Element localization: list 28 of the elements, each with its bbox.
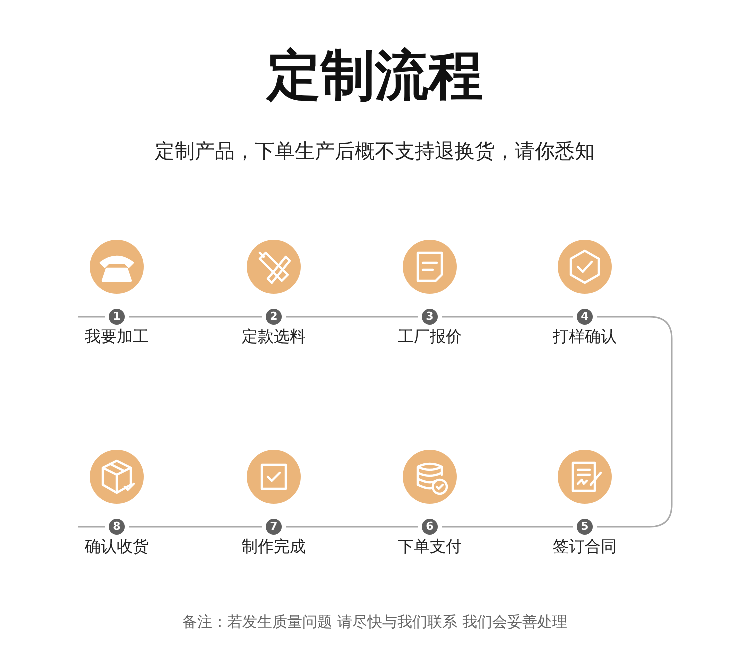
step-label: 工厂报价 [398,327,462,348]
connector-line [442,526,573,528]
connector-line [286,526,418,528]
step-number-badge: 6 [422,519,438,535]
connector-line [597,316,673,528]
title: 定制流程 [267,44,483,107]
step-number-badge: 5 [577,519,593,535]
step-label: 下单支付 [398,537,462,558]
connector-line [442,316,573,318]
connector-line [286,316,418,318]
connector-line [129,316,262,318]
step-label: 定款选料 [242,327,306,348]
step-label: 我要加工 [85,327,149,348]
connector-line [78,526,105,528]
step-number-badge: 2 [266,309,282,325]
subtitle: 定制产品，下单生产后概不支持退换货，请你悉知 [155,139,595,163]
step-number-badge: 1 [109,309,125,325]
connector-line [129,526,262,528]
step-label: 制作完成 [242,537,306,558]
step-number-badge: 4 [577,309,593,325]
connector-line [78,316,105,318]
step-label: 打样确认 [553,327,617,348]
step-number-badge: 8 [109,519,125,535]
step-number-badge: 3 [422,309,438,325]
step-label: 签订合同 [553,537,617,558]
note: 备注：若发生质量问题 请尽快与我们联系 我们会妥善处理 [182,613,568,631]
step-label: 确认收货 [85,537,149,558]
step-number-badge: 7 [266,519,282,535]
